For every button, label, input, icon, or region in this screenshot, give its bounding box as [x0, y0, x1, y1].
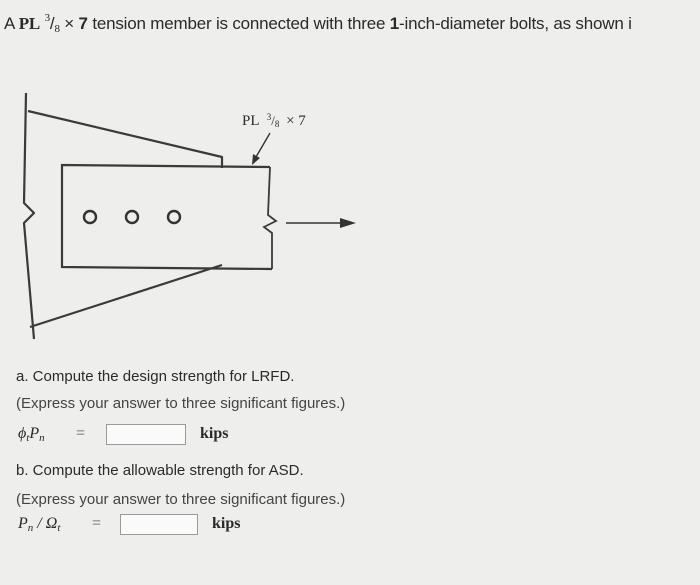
- thickness-numerator: 3: [44, 12, 51, 24]
- gusset-plate: [22, 92, 224, 340]
- part-a-symbol: ϕtPn: [18, 425, 45, 444]
- callout-leader: [255, 132, 271, 158]
- bolt-hole-3: [166, 209, 182, 225]
- part-b-title: b. Compute the allowable strength for AS…: [16, 462, 304, 479]
- bolt-hole-1: [82, 209, 98, 225]
- tension-arrow-head: [340, 218, 356, 228]
- break-line: [262, 166, 278, 269]
- times-symbol: ×: [64, 14, 75, 33]
- plate-width: 7: [78, 14, 88, 33]
- problem-text-end: -inch-diameter bolts, as shown i: [399, 14, 632, 33]
- part-a-answer-input[interactable]: [106, 424, 186, 445]
- part-a-title: a. Compute the design strength for LRFD.: [16, 368, 295, 385]
- bolt-hole-2: [124, 209, 140, 225]
- callout-label: PL 3/8 × 7: [242, 112, 306, 131]
- plate-label: PL: [18, 14, 41, 33]
- part-b-answer-input[interactable]: [120, 514, 198, 535]
- part-b-symbol: Pn / Ωt: [18, 515, 61, 534]
- bolt-diameter: 1: [389, 14, 400, 33]
- part-a-instruction: (Express your answer to three significan…: [16, 395, 346, 412]
- problem-prefix: A: [4, 14, 15, 33]
- callout-arrow-head: [252, 154, 260, 165]
- part-b-unit: kips: [212, 515, 241, 532]
- part-a-answer-row: ϕtPn = kips: [16, 424, 316, 448]
- part-b-instruction: (Express your answer to three significan…: [16, 491, 346, 508]
- part-a-unit: kips: [200, 425, 229, 442]
- connection-figure: PL 3/8 × 7: [22, 92, 356, 340]
- problem-statement: A PL 3/8 × 7 tension member is connected…: [4, 12, 632, 35]
- part-b-answer-row: Pn / Ωt = kips: [16, 514, 316, 538]
- part-a-equals: =: [76, 425, 86, 442]
- problem-text-mid: tension member is connected with three: [92, 14, 386, 33]
- tension-plate: [60, 163, 273, 271]
- thickness-denominator: 8: [54, 23, 60, 35]
- part-b-equals: =: [92, 515, 102, 532]
